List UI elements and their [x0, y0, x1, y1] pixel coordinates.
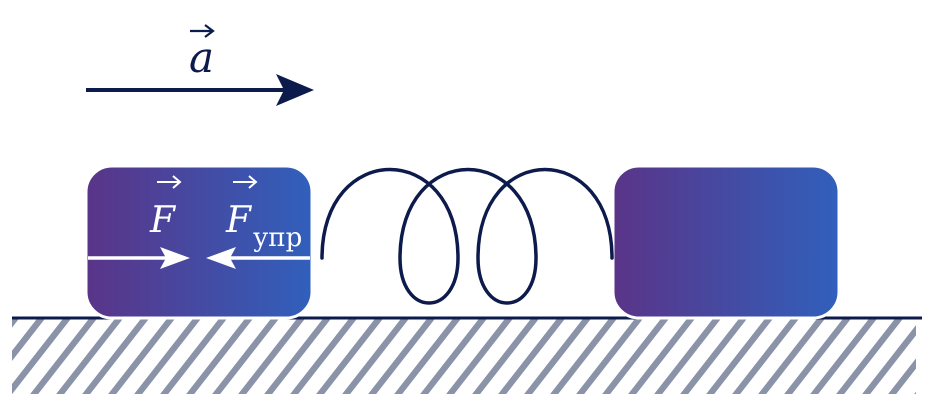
right-block	[611, 164, 841, 320]
elastic-force-arrow-head-icon	[206, 247, 236, 269]
elastic-force-subscript: упр	[253, 223, 302, 253]
spring	[320, 167, 614, 305]
acceleration-label-vector-arrow-icon	[190, 24, 215, 38]
elastic-force-label: F	[225, 200, 253, 241]
force-vector: F	[88, 175, 190, 269]
ground	[12, 316, 922, 394]
force-label-vector-arrow-icon	[157, 175, 182, 189]
acceleration-vector: a	[86, 24, 314, 106]
acceleration-arrow-head-icon	[276, 74, 314, 106]
elastic-force-vector: F упр	[206, 175, 310, 269]
force-label: F	[149, 200, 177, 241]
force-arrow-head-icon	[160, 247, 190, 269]
left-block	[84, 164, 314, 320]
elastic-force-label-vector-arrow-icon	[233, 175, 258, 189]
acceleration-label: a	[189, 33, 214, 82]
